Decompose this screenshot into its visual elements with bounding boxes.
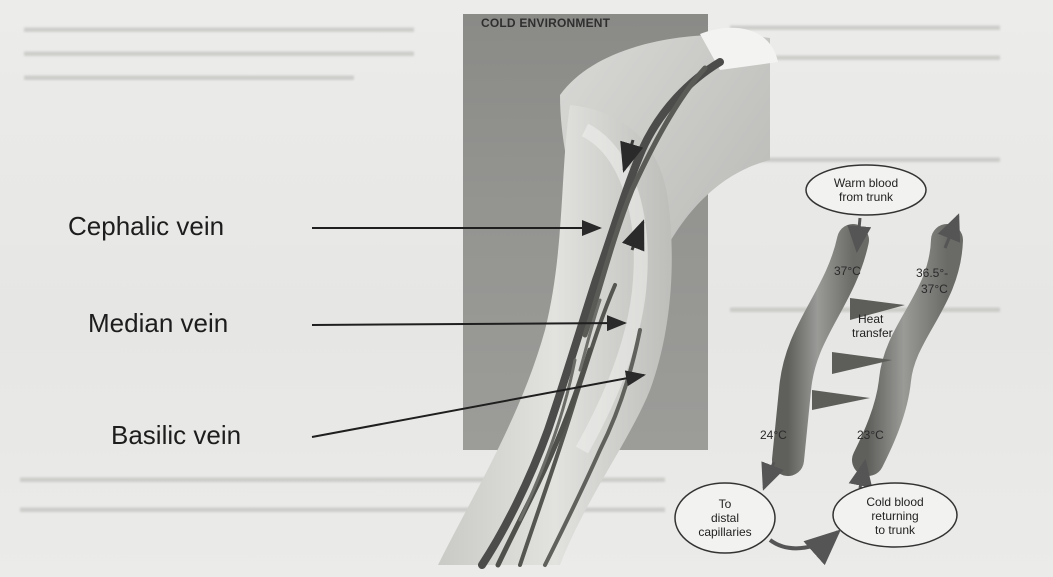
heat-transfer-line: transfer: [846, 326, 916, 340]
heat-transfer-line: Heat: [846, 312, 916, 326]
to-distal-line: capillaries: [685, 525, 765, 539]
artery-top-temp: 37°C: [834, 264, 861, 278]
warm-blood-text: Warm blood from trunk: [812, 176, 920, 204]
warm-blood-line: from trunk: [812, 190, 920, 204]
vein-bottom-temp: 23°C: [857, 428, 884, 442]
heat-transfer-arrow: [812, 390, 870, 410]
artery-bottom-temp: 24°C: [760, 428, 787, 442]
arrow-out-of-artery: [764, 462, 774, 488]
to-distal-line: To: [685, 497, 765, 511]
cold-blood-line: returning: [843, 509, 947, 523]
to-distal-text: To distal capillaries: [685, 497, 765, 539]
cold-blood-text: Cold blood returning to trunk: [843, 495, 947, 537]
vein-top-temp-2: 37°C: [921, 282, 948, 296]
cold-blood-line: Cold blood: [843, 495, 947, 509]
cold-blood-line: to trunk: [843, 523, 947, 537]
median-vein-label: Median vein: [88, 308, 228, 339]
to-distal-line: distal: [685, 511, 765, 525]
cephalic-vein-label: Cephalic vein: [68, 211, 224, 242]
return-curve-arrow: [770, 532, 838, 548]
basilic-vein-label: Basilic vein: [111, 420, 241, 451]
heat-transfer-text: Heat transfer: [846, 312, 916, 340]
warm-blood-line: Warm blood: [812, 176, 920, 190]
vein-top-temp: 36.5°-: [916, 266, 948, 280]
